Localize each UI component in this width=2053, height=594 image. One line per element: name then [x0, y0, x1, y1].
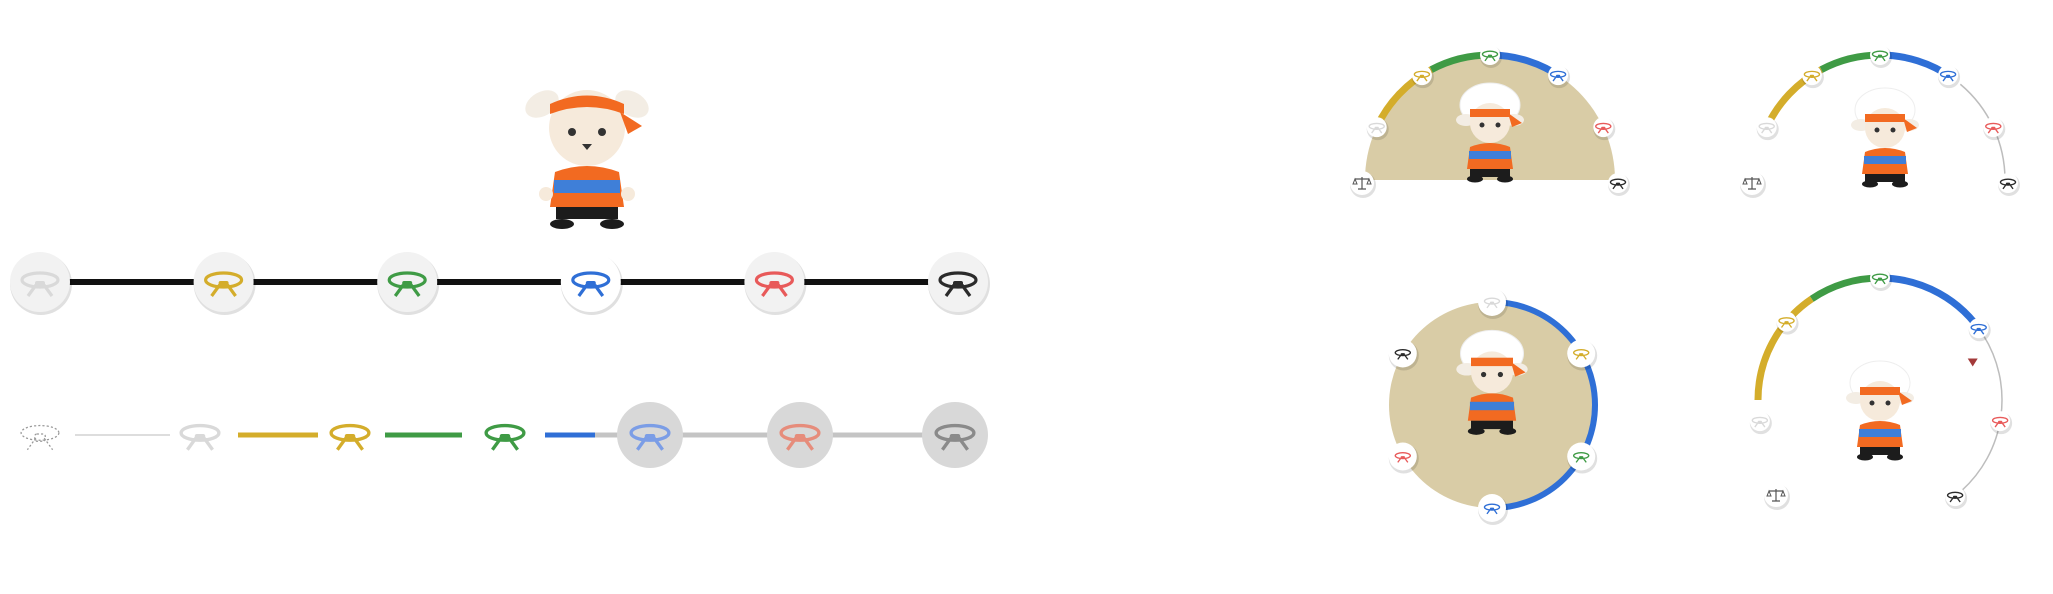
blue-belt-icon	[1483, 503, 1501, 515]
balance-icon	[1740, 171, 1766, 198]
balance-icon	[1764, 483, 1790, 510]
black-belt-icon	[1946, 491, 1964, 503]
white-belt-icon	[1758, 122, 1775, 134]
black-belt-icon	[1999, 178, 2017, 190]
yellow-belt-icon	[1778, 317, 1795, 328]
black-belt-icon	[934, 423, 976, 451]
white-belt-icon	[179, 423, 221, 451]
yellow-belt-icon	[204, 271, 244, 297]
balance-icon	[1350, 171, 1376, 198]
white-belt-icon	[20, 271, 60, 297]
mascot-mini	[1846, 360, 1914, 461]
belt-track-progress[interactable]	[0, 395, 1000, 475]
black-belt-icon	[1394, 349, 1412, 360]
arc-gauge-full-circle[interactable]	[1360, 275, 1640, 535]
red-belt-icon	[754, 271, 795, 297]
red-belt-icon	[1394, 452, 1412, 463]
mascot-main	[520, 82, 655, 232]
green-belt-icon	[484, 423, 526, 451]
blue-belt-icon	[1549, 70, 1567, 82]
arc-gauge-outline-half[interactable]	[1730, 30, 2030, 210]
mascot-mini	[1456, 82, 1524, 183]
white-belt-icon	[1751, 416, 1769, 428]
mascot-mini	[1851, 87, 1919, 188]
green-belt-icon	[1871, 273, 1889, 285]
yellow-belt-icon	[329, 423, 371, 451]
red-belt-icon	[779, 423, 821, 451]
belt-track-linear[interactable]	[0, 240, 1000, 320]
blue-belt-icon	[1970, 323, 1987, 335]
mascot-mini	[1456, 329, 1528, 435]
yellow-belt-icon	[1572, 349, 1590, 360]
red-belt-icon	[1595, 122, 1612, 134]
arc-gauge-filled-half[interactable]	[1340, 30, 1640, 210]
arc-gauge-three-quarter[interactable]	[1730, 265, 2030, 515]
red-belt-icon	[1991, 416, 2009, 428]
triangle-marker	[1967, 358, 1978, 367]
blue-belt-icon	[629, 423, 671, 451]
blue-belt-icon	[571, 271, 611, 297]
black-belt-icon	[1609, 178, 1627, 190]
red-belt-icon	[1985, 122, 2002, 134]
black-belt-icon	[938, 271, 978, 297]
white-belt-icon	[1368, 122, 1385, 134]
green-belt-icon	[387, 271, 427, 297]
white-belt-icon	[1483, 297, 1501, 309]
green-belt-icon	[1572, 452, 1590, 463]
empty-belt-icon	[20, 424, 60, 451]
